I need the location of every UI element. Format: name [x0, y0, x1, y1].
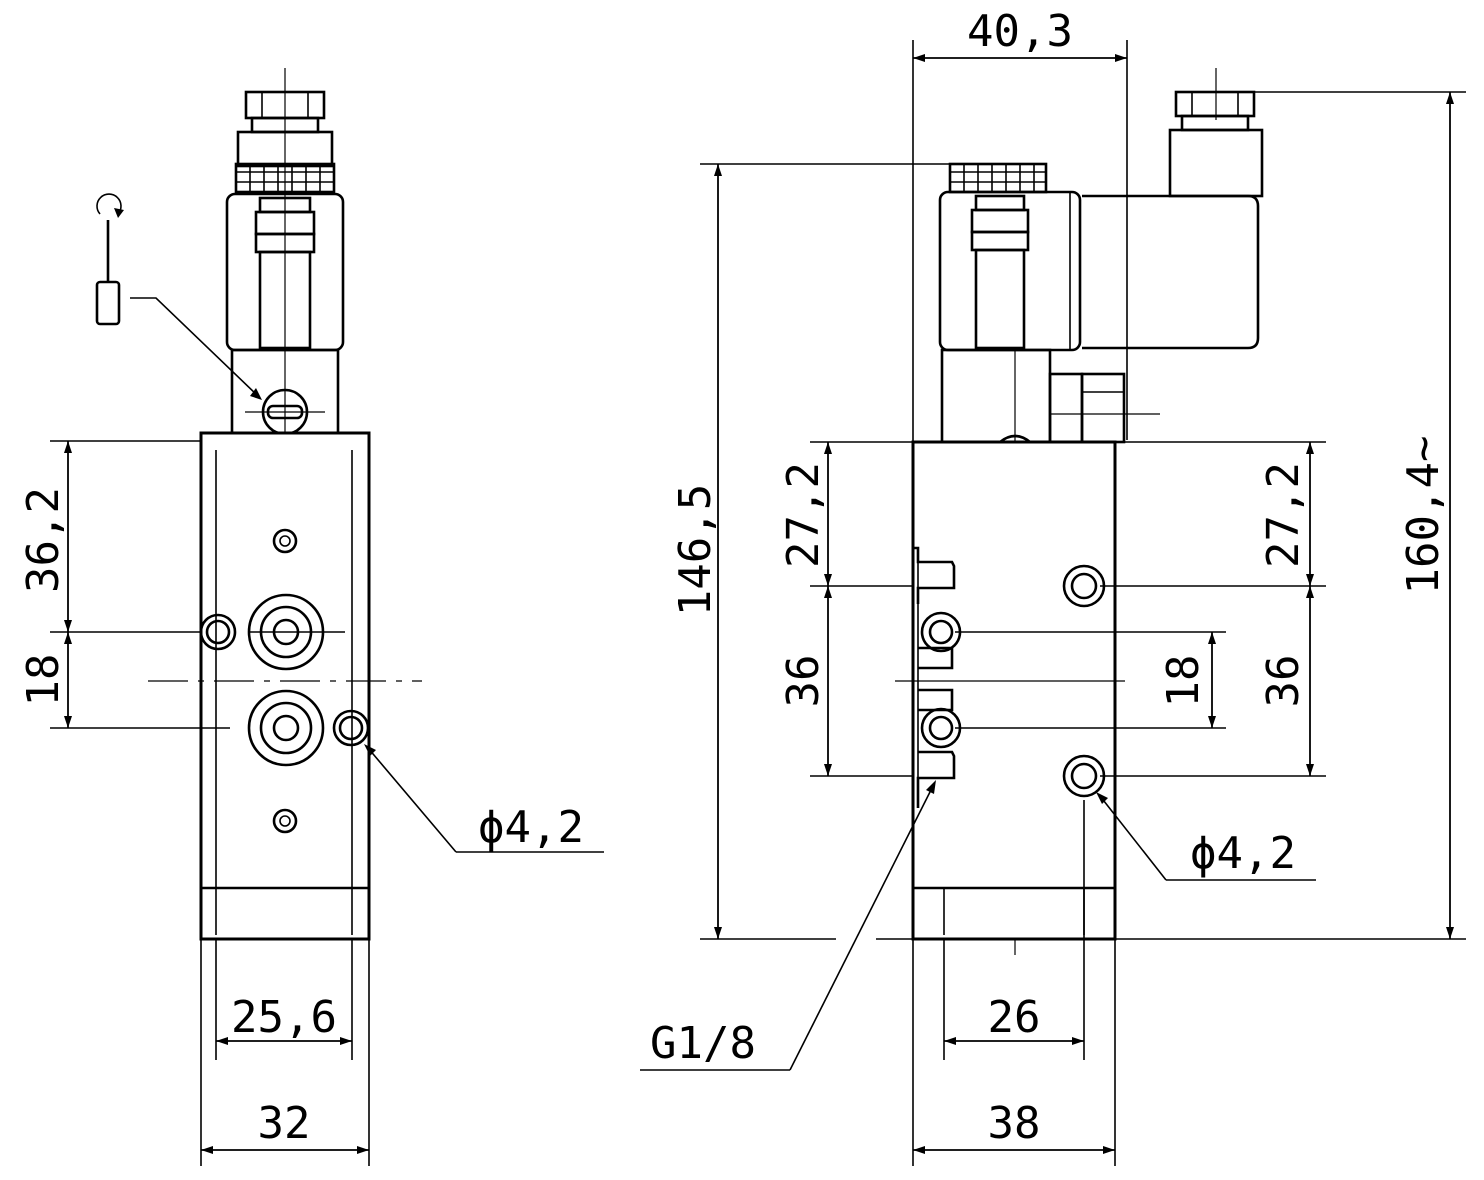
- side-knurled-knob: [948, 162, 1048, 194]
- side-view: 40,3 146,5 160,4~ 27,2 36 27,2 36 18 ϕ4,…: [640, 6, 1466, 1166]
- front-port-lower: [247, 689, 325, 767]
- side-thread-label: G1/8: [650, 1018, 756, 1069]
- side-dim-36-left: 36: [778, 655, 829, 708]
- front-knurled-knob: [234, 162, 336, 194]
- side-dim-27-2-right: 27,2: [1258, 462, 1309, 568]
- front-dim-25-6: 25,6: [231, 992, 337, 1043]
- side-dimension-lines: [714, 54, 1454, 1154]
- side-connector-housing: [1082, 194, 1260, 350]
- front-mount-hole-right: [332, 709, 370, 747]
- screwdriver-icon: [95, 193, 262, 400]
- side-dim-40-3: 40,3: [967, 6, 1073, 57]
- side-dim-27-2-left: 27,2: [778, 462, 829, 568]
- side-dim-18: 18: [1158, 655, 1209, 708]
- side-dim-26: 26: [988, 992, 1041, 1043]
- front-valve-body: [199, 431, 371, 941]
- side-dim-146-5: 146,5: [670, 484, 721, 616]
- front-screw-top: [272, 528, 298, 554]
- front-dim-36-2: 36,2: [18, 487, 69, 593]
- front-view: 36,2 18 ϕ4,2 25,6 32: [18, 68, 604, 1166]
- front-dim-horizontals: [200, 940, 370, 1166]
- side-coil-body: [938, 190, 1082, 352]
- front-dim-verticals: [50, 440, 345, 729]
- front-dim-32: 32: [258, 1098, 311, 1149]
- side-dim-160-4: 160,4~: [1398, 436, 1449, 595]
- side-dim-38: 38: [988, 1098, 1041, 1149]
- front-hole-leader: [364, 744, 604, 853]
- front-coil-nut: [236, 90, 334, 168]
- front-armature-tube: [254, 196, 316, 350]
- side-dim-36-right: 36: [1258, 655, 1309, 708]
- side-armature-tube: [970, 194, 1030, 350]
- side-hole-leader: [1096, 792, 1316, 881]
- front-hole-diameter-label: ϕ4,2: [478, 802, 584, 853]
- front-dim-18: 18: [18, 654, 69, 707]
- front-screw-bottom: [272, 808, 298, 834]
- side-hole-diameter-label: ϕ4,2: [1190, 828, 1296, 879]
- front-mount-hole-left: [199, 613, 237, 651]
- side-thread-leader: [640, 780, 936, 1071]
